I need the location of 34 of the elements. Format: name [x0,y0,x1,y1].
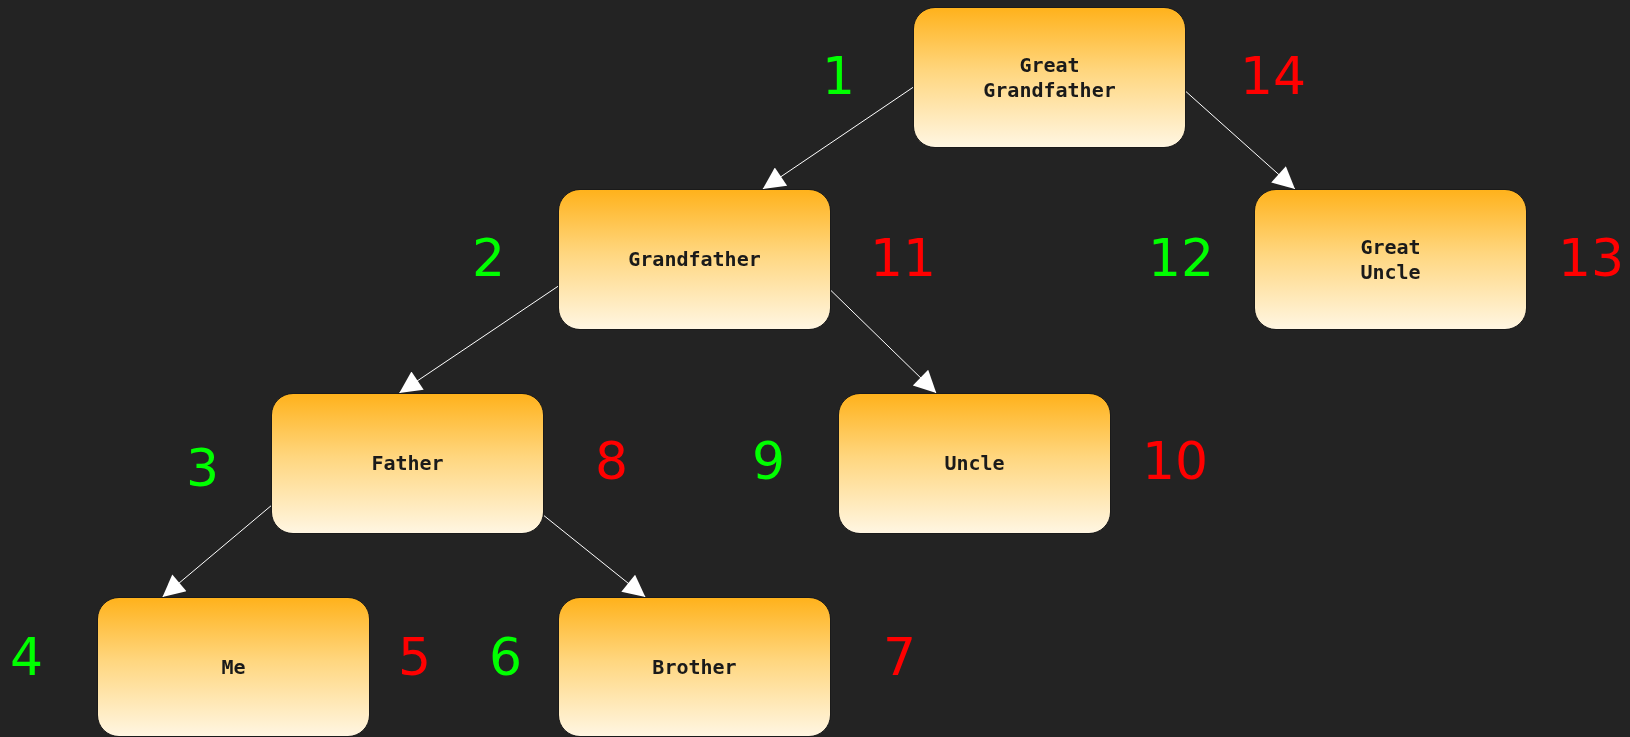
arrow [162,505,272,598]
person-box [558,189,831,330]
number-label: 3 [186,442,220,494]
person-name: Father [371,451,444,476]
number-label: 1 [822,50,856,102]
number-label: 5 [398,631,432,683]
person-box [913,7,1186,148]
person-box [271,393,544,534]
arrow [830,290,937,394]
number-label: 12 [1148,232,1215,284]
number-label: 11 [870,232,937,284]
person-box [1254,189,1527,330]
person-name: Brother [652,654,737,680]
person-name: Me [221,654,246,680]
number-label: 2 [472,232,506,284]
number-label: 7 [883,631,917,683]
person-name: Uncle [944,451,1005,476]
arrow [543,515,646,598]
person-name: Grandfather [628,247,761,272]
person-box [838,393,1111,534]
number-label: 13 [1558,232,1625,284]
arrow [762,86,914,190]
number-label: 9 [752,435,786,487]
person-name: Great Uncle [1359,234,1422,285]
person-name: Great Grandfather [982,52,1117,103]
number-label: 6 [489,631,523,683]
person-box [558,597,831,737]
number-label: 14 [1240,50,1307,102]
number-label: 8 [595,435,629,487]
number-label: 10 [1142,435,1209,487]
person-box [97,597,370,737]
number-label: 4 [10,631,44,683]
arrow [398,285,559,394]
arrow [1185,91,1296,190]
